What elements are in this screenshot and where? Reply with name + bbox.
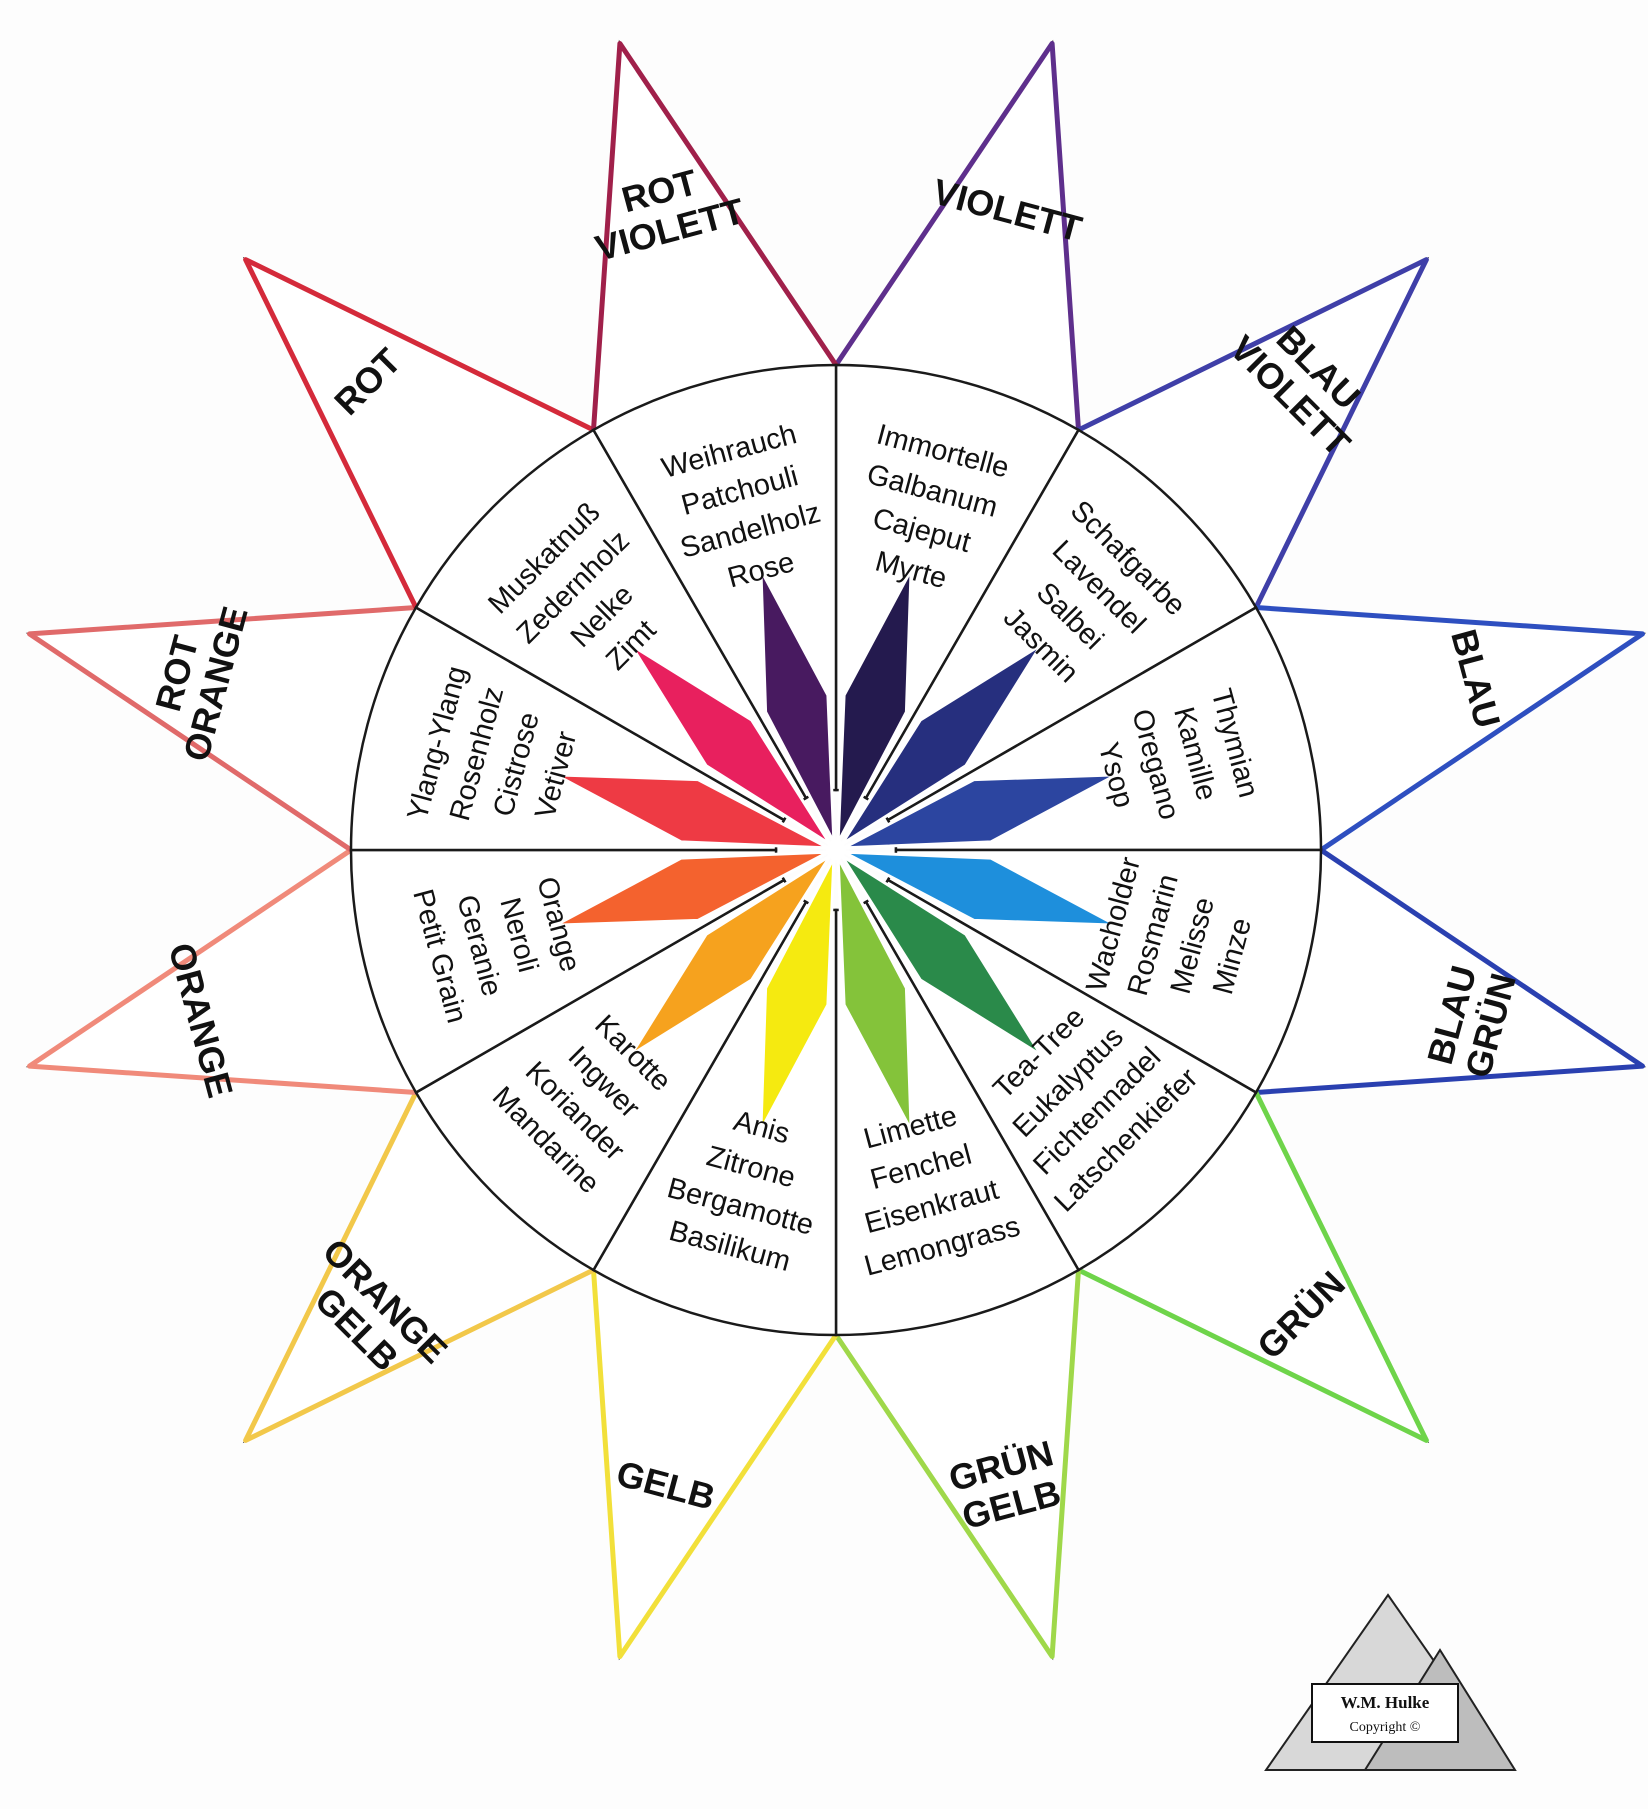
star-edge-rot-orange (27, 605, 417, 853)
star-edge-rot-violett (591, 41, 839, 431)
star-edge-gruen-gelb (833, 1269, 1081, 1659)
star-edge-rot (243, 257, 595, 609)
star-outline (27, 41, 1645, 1659)
logo-plate (1311, 1683, 1459, 1743)
star-edge-blau-violett (1077, 257, 1429, 609)
color-petals (554, 568, 1118, 1132)
star-edge-orange-gelb (243, 1091, 595, 1443)
center-dot (826, 840, 846, 860)
copyright-logo: W.M. Hulke Copyright © (1264, 1593, 1517, 1771)
logo-name: W.M. Hulke (1341, 1693, 1430, 1712)
star-edge-orange (27, 847, 417, 1095)
star-edge-blau-gruen (1255, 847, 1645, 1095)
logo-copyright: Copyright © (1350, 1720, 1421, 1735)
star-edge-violett (833, 41, 1081, 431)
star-edge-gelb (591, 1269, 839, 1659)
star-edge-gruen (1077, 1091, 1429, 1443)
star-edge-blau (1255, 605, 1645, 853)
